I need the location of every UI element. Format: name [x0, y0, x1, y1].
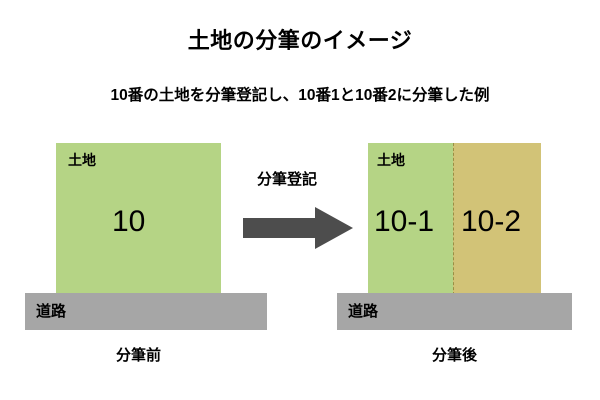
parcel-10-tag: 土地 [68, 152, 96, 168]
road-label-before: 道路 [36, 303, 67, 320]
road-bar-before [25, 293, 267, 330]
parcel-split-boundary [453, 143, 454, 300]
parcel-10-1 [368, 143, 453, 300]
road-bar-after [337, 293, 572, 330]
road-label-after: 道路 [348, 303, 379, 320]
parcel-10-1-number: 10-1 [374, 205, 435, 238]
parcel-10-2-number: 10-2 [461, 205, 522, 238]
parcel-10 [56, 143, 221, 300]
right-arrow-icon [243, 207, 353, 249]
caption-before: 分筆前 [115, 347, 161, 364]
page-title: 土地の分筆のイメージ [187, 28, 413, 53]
page-subtitle: 10番の土地を分筆登記し、10番1と10番2に分筆した例 [110, 87, 490, 104]
subdivision-registration-label: 分筆登記 [257, 171, 318, 188]
parcel-10-1-tag: 土地 [377, 152, 405, 168]
parcel-10-number: 10 [112, 205, 146, 238]
parcel-10-2 [453, 143, 541, 300]
caption-after: 分筆後 [431, 347, 477, 364]
